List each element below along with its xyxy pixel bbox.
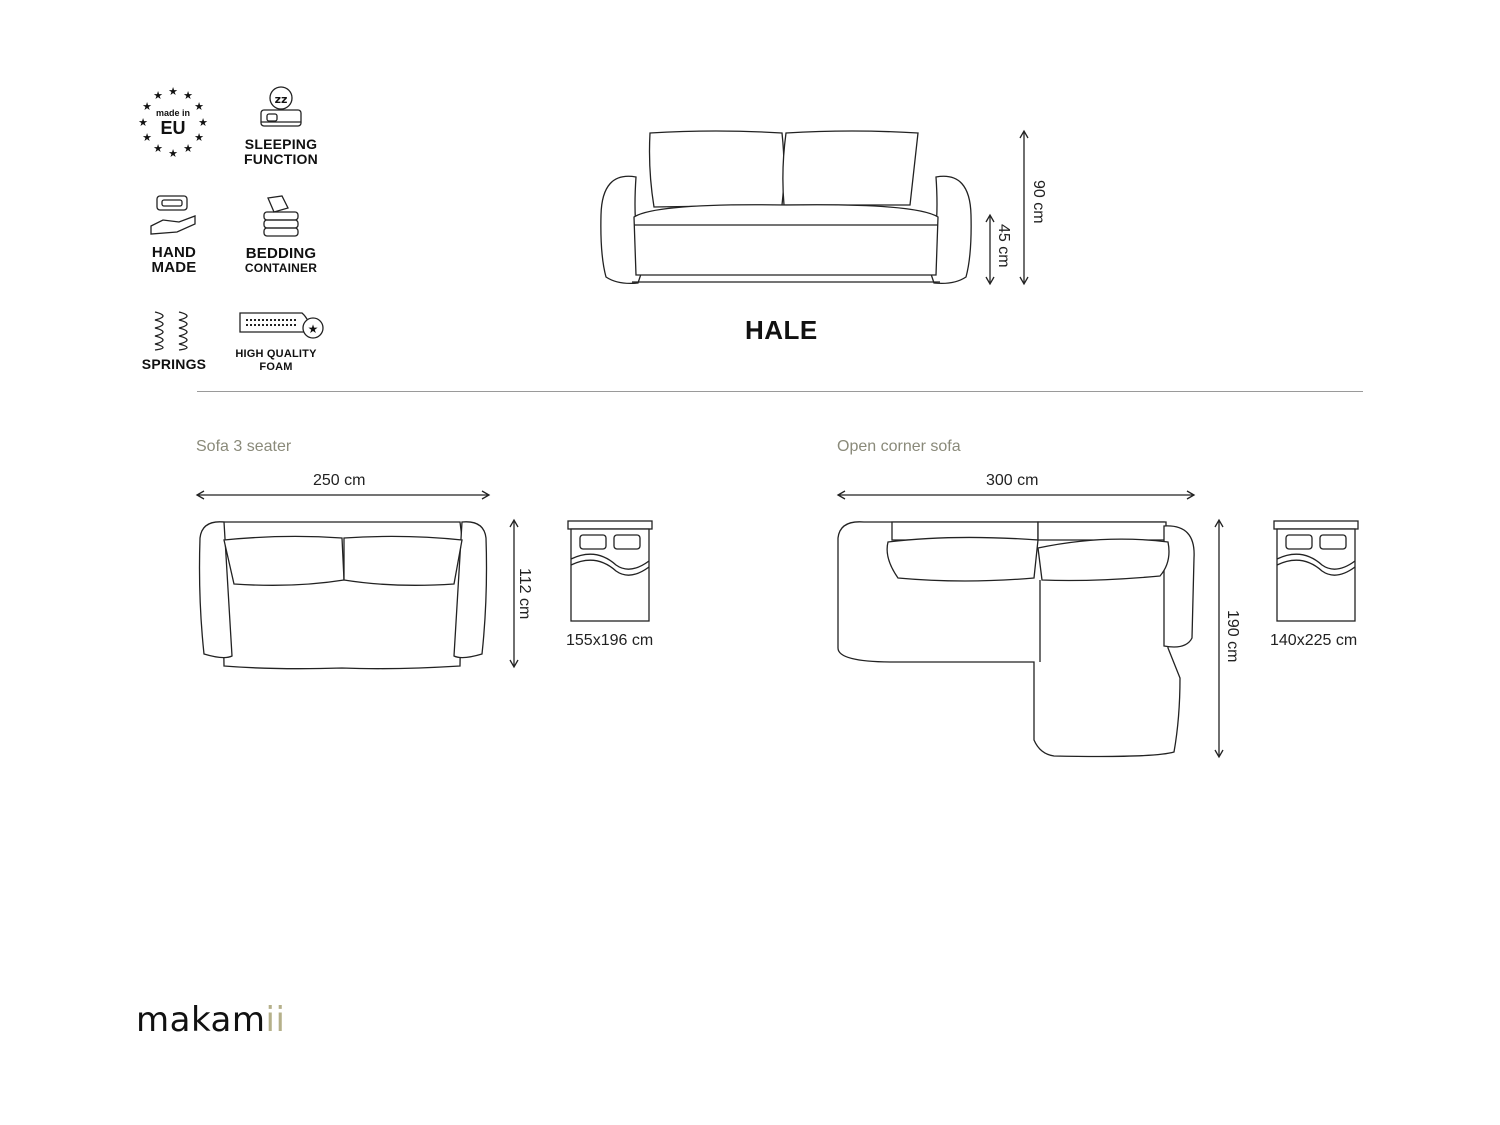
corner-depth-arrow	[1214, 518, 1224, 759]
front-height-arrows	[985, 129, 1029, 286]
foam-label-line2: FOAM	[259, 361, 293, 373]
svg-text:★: ★	[153, 142, 163, 155]
hand-made-icon	[149, 194, 199, 240]
sleeping-label-line2: FUNCTION	[244, 151, 318, 167]
foam-label-line1: HIGH QUALITY	[235, 348, 317, 360]
corner-bed-size-label: 140x225 cm	[1270, 632, 1358, 649]
divider	[197, 391, 1363, 392]
svg-text:★: ★	[153, 89, 163, 102]
svg-text:★: ★	[198, 116, 208, 129]
height-total-label: 90 cm	[1030, 180, 1047, 224]
svg-text:★: ★	[308, 322, 319, 336]
svg-text:★: ★	[194, 100, 204, 113]
svg-text:★: ★	[142, 100, 152, 113]
section-title-open-corner-sofa: Open corner sofa	[837, 438, 961, 455]
sofa-front-view	[600, 130, 972, 285]
brand-logo: makamii	[136, 1000, 285, 1040]
svg-text:★: ★	[142, 131, 152, 144]
hand-label-line1: HAND	[151, 244, 197, 261]
corner-depth-label: 190 cm	[1224, 610, 1241, 663]
svg-text:★: ★	[183, 89, 193, 102]
sleeping-function-icon: zz	[256, 84, 306, 132]
sofa-depth-label: 112 cm	[516, 568, 533, 620]
bedding-container-label: BEDDING CONTAINER	[231, 246, 331, 276]
svg-text:★: ★	[168, 147, 178, 160]
hand-label-line2: MADE	[151, 259, 197, 276]
springs-icon	[151, 308, 199, 352]
sofa-width-arrow	[195, 490, 491, 500]
section-title-sofa-3-seater: Sofa 3 seater	[196, 438, 292, 455]
sofa-width-label: 250 cm	[313, 472, 366, 489]
sofa-depth-arrow	[509, 518, 519, 669]
made-in-text: made in	[155, 108, 190, 118]
sleeping-label-line1: SLEEPING	[244, 136, 318, 152]
bedding-label-line1: BEDDING	[245, 245, 317, 262]
product-title: HALE	[745, 315, 818, 345]
sofa-top-view	[198, 521, 488, 670]
sleeping-function-label: SLEEPING FUNCTION	[231, 137, 331, 167]
brand-name: makam	[136, 1000, 266, 1040]
corner-bed-icon	[1273, 520, 1359, 622]
corner-sofa-top-view	[837, 521, 1195, 758]
sofa-bed-icon	[567, 520, 653, 622]
hand-made-label: HAND MADE	[124, 245, 224, 275]
corner-width-arrow	[836, 490, 1196, 500]
height-seat-label: 45 cm	[995, 224, 1012, 268]
brand-mark: ii	[265, 1000, 286, 1040]
bedding-container-icon	[258, 194, 304, 240]
springs-label: SPRINGS	[141, 356, 207, 372]
bedding-label-line2: CONTAINER	[244, 261, 318, 275]
sofa-bed-size-label: 155x196 cm	[566, 632, 654, 649]
high-quality-foam-icon: ★	[238, 310, 326, 346]
high-quality-foam-label: HIGH QUALITY FOAM	[226, 348, 326, 374]
svg-text:zz: zz	[275, 93, 288, 106]
eu-text: EU	[160, 118, 186, 138]
svg-text:★: ★	[168, 86, 178, 98]
svg-text:★: ★	[194, 131, 204, 144]
svg-text:★: ★	[183, 142, 193, 155]
corner-width-label: 300 cm	[986, 472, 1039, 489]
made-in-eu-icon: ★★★ ★★★ ★★★ ★★★ made in EU	[136, 85, 210, 160]
svg-text:★: ★	[138, 116, 148, 129]
